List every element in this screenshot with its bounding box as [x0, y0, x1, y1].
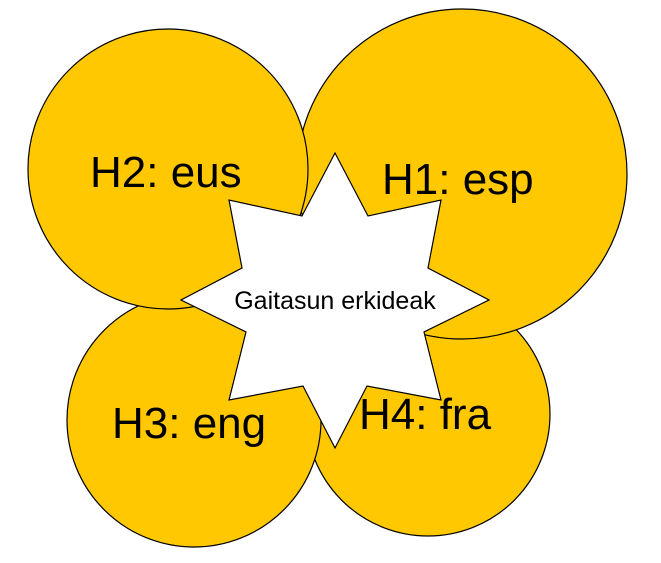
label-h3: H3: eng [112, 399, 266, 448]
center-star [179, 151, 491, 450]
label-h1: H1: esp [382, 155, 534, 204]
label-h2: H2: eus [90, 148, 242, 197]
label-h4: H4: fra [359, 390, 492, 439]
center-label: Gaitasun erkideak [234, 287, 436, 315]
